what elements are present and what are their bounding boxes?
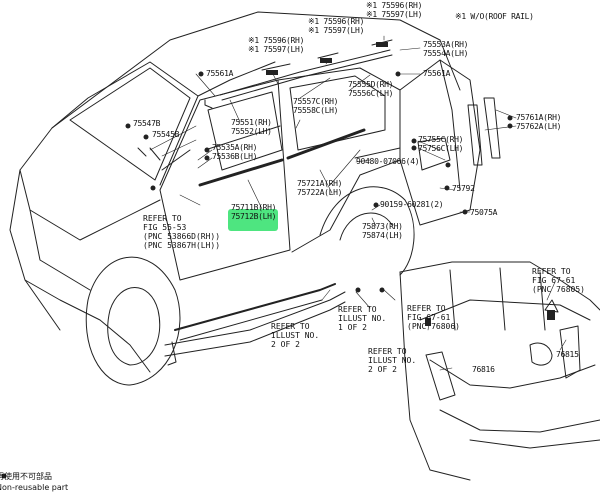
ref-line: FIG 67-61 — [407, 313, 451, 322]
part-75554a[interactable]: 75554A(LH) — [423, 49, 469, 58]
highlight-marker — [228, 209, 278, 231]
rear-view-body — [399, 261, 600, 311]
ref-line: 2 OF 2 — [271, 340, 300, 349]
ref-line: ILLUST NO. — [368, 356, 417, 365]
part-75075a[interactable]: 75075A — [470, 208, 498, 217]
ref-line: 2 OF 2 — [368, 365, 397, 374]
windshield-frame — [51, 61, 199, 186]
ref-fig-67-61-top[interactable]: REFER TO FIG 67-61 (PNC 76805) — [532, 267, 585, 294]
part-75555d[interactable]: 75555D(RH) — [348, 80, 394, 89]
tail-lamp-left — [425, 351, 456, 401]
part-75596-rh-mid[interactable]: ※1 75596(RH) — [308, 17, 365, 26]
part-75552[interactable]: 75552(LH) — [231, 127, 272, 136]
part-75597-lh[interactable]: ※1 75597(LH) — [248, 45, 305, 54]
ref-line: FIG 55-53 — [143, 223, 187, 232]
ref-illust-2-of-2-a[interactable]: REFER TO ILLUST NO. 2 OF 2 — [271, 322, 319, 349]
part-75711b[interactable]: 75711B(RH) — [231, 203, 277, 212]
part-75755c[interactable]: 75755C(RH) — [418, 135, 464, 144]
front-window — [207, 91, 283, 171]
part-75597-lh-top[interactable]: ※1 75597(LH) — [366, 10, 423, 19]
ref-line: (PNC 53867H(LH)) — [143, 241, 221, 250]
part-75596-rh-top[interactable]: ※1 75596(RH) — [366, 1, 423, 10]
part-75561a-left[interactable]: 75561A — [206, 69, 234, 78]
ref-line: REFER TO — [338, 305, 377, 314]
part-75536b[interactable]: 75536B(LH) — [212, 152, 258, 161]
part-75556c[interactable]: 75556C(LH) — [348, 89, 394, 98]
part-75756c[interactable]: 75756C(LH) — [418, 144, 464, 153]
ref-line: REFER TO — [407, 304, 446, 313]
part-75792[interactable]: 75792 — [452, 184, 475, 193]
ref-fig-67-61-mid[interactable]: REFER TO FIG 67-61 (PNC 76806) — [407, 304, 460, 331]
ref-line: FIG 67-61 — [532, 276, 576, 285]
part-76816[interactable]: 76816 — [472, 365, 495, 374]
part-75762a[interactable]: 75762A(LH) — [516, 122, 562, 131]
tail-lamp-right — [559, 325, 581, 379]
part-75712b[interactable]: 75712B(LH) — [231, 212, 277, 221]
ref-line: (PNC 76806) — [407, 322, 460, 331]
front-door-outline — [159, 79, 291, 281]
part-75874[interactable]: 75874(LH) — [362, 231, 403, 240]
part-75535a[interactable]: 75535A(RH) — [212, 143, 258, 152]
part-75547b[interactable]: 75547B — [133, 119, 161, 128]
part-75721a[interactable]: 75721A(RH) — [297, 179, 343, 188]
roof-outline — [51, 11, 461, 129]
non-reusable-en: Non-reusable part — [0, 483, 69, 492]
front-wheel — [85, 256, 181, 386]
ref-line: 1 OF 2 — [338, 323, 367, 332]
part-75558c[interactable]: 75558C(LH) — [293, 106, 339, 115]
part-75597-lh-mid[interactable]: ※1 75597(LH) — [308, 26, 365, 35]
a-pillar — [197, 61, 276, 97]
rear-wheel-arch — [319, 186, 415, 276]
non-reusable-jp: 再使用不可部品 — [0, 472, 52, 481]
front-bumper — [24, 279, 151, 373]
hood-outline — [19, 127, 161, 241]
part-75551[interactable]: 75551(RH) — [231, 118, 272, 127]
part-76815[interactable]: 76815 — [556, 350, 579, 359]
ref-line: REFER TO — [368, 347, 407, 356]
ref-line: ILLUST NO. — [338, 314, 387, 323]
rocker-panel — [164, 291, 346, 346]
ref-illust-1-of-2[interactable]: REFER TO ILLUST NO. 1 OF 2 — [338, 305, 386, 332]
part-75561a-right[interactable]: 75561A — [423, 69, 451, 78]
part-75722a[interactable]: 75722A(LH) — [297, 188, 343, 197]
part-75596-rh[interactable]: ※1 75596(RH) — [248, 36, 305, 45]
ref-fig-55-53[interactable]: REFER TO FIG 55-53 (PNC 53866D(RH)) (PNC… — [143, 214, 220, 250]
ref-line: (PNC 76805) — [532, 285, 585, 294]
part-75873[interactable]: 75873(RH) — [362, 222, 403, 231]
part-75553a[interactable]: 75553A(RH) — [423, 40, 469, 49]
part-75761a[interactable]: 75761A(RH) — [516, 113, 562, 122]
ref-line: REFER TO — [532, 267, 571, 276]
ref-illust-2-of-2-b[interactable]: REFER TO ILLUST NO. 2 OF 2 — [368, 347, 416, 374]
ref-line: REFER TO — [271, 322, 310, 331]
ref-line: (PNC 53866D(RH)) — [143, 232, 221, 241]
ref-line: REFER TO — [143, 214, 182, 223]
part-90159-60281[interactable]: 90159-60281(2) — [380, 200, 444, 209]
rear-window — [289, 75, 386, 151]
part-75557c[interactable]: 75557C(RH) — [293, 97, 339, 106]
header-note: ※1 W/O(ROOF RAIL) — [455, 12, 534, 21]
part-90480-07006[interactable]: 90480-07006(4) — [356, 157, 420, 166]
part-75545b[interactable]: 75545B — [152, 130, 180, 139]
ref-line: ILLUST NO. — [271, 331, 320, 340]
